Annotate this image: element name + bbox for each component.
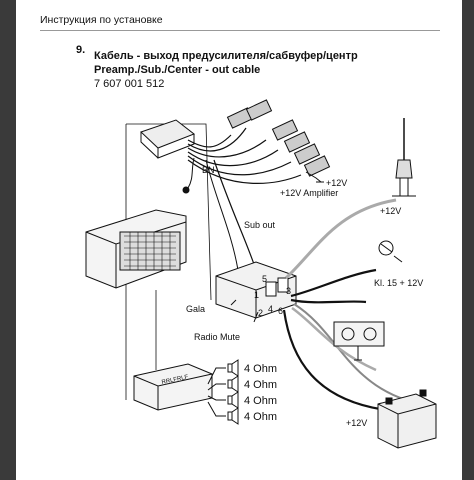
label-kl15: Kl. 15 + 12V — [374, 278, 423, 288]
label-gala: Gala — [186, 304, 205, 314]
speaker-impedance-3: 4 Ohm — [244, 395, 277, 407]
speaker-impedance-1: 4 Ohm — [244, 363, 277, 375]
step-number: 9. — [76, 44, 86, 56]
part-number: 7 607 001 512 — [94, 78, 165, 90]
label-pin-3: 3 — [286, 286, 291, 296]
mute-module-icon — [333, 321, 385, 361]
wiring-diagram: BN +12V +12V Amplifier +12V Sub out 5 1 … — [85, 99, 437, 449]
label-12v: +12V — [326, 178, 347, 188]
label-sub-out: Sub out — [244, 220, 276, 230]
title-russian: Кабель - выход предусилителя/сабвуфер/це… — [94, 50, 358, 62]
junction-box-icon — [215, 261, 297, 319]
header-rule — [40, 30, 440, 31]
ignition-switch-icon — [378, 240, 403, 263]
manual-page: Инструкция по установке 9. Кабель - выхо… — [16, 0, 462, 480]
label-12v-antenna: +12V — [380, 206, 401, 216]
speaker-icon — [227, 359, 239, 425]
connector-letters: RRLFRLF — [161, 374, 189, 386]
label-bn: BN — [202, 165, 215, 175]
label-pin-1: 1 — [254, 290, 259, 300]
label-12v-amplifier: +12V Amplifier — [280, 188, 338, 198]
speaker-impedance-4: 4 Ohm — [244, 411, 277, 423]
speaker-output-box-icon — [133, 363, 213, 411]
page-header: Инструкция по установке — [40, 14, 163, 26]
label-pin-6: 6 — [278, 306, 283, 316]
title-english: Preamp./Sub./Center - out cable — [94, 64, 261, 76]
label-pin-2: 2 — [258, 308, 263, 318]
antenna-icon — [392, 118, 416, 197]
radio-unit-icon — [85, 209, 187, 289]
label-radio-mute: Radio Mute — [194, 332, 240, 342]
preamp-connector-icon — [140, 119, 196, 159]
rca-plug-icon — [226, 99, 331, 177]
label-12v-battery: +12V — [346, 418, 367, 428]
label-pin-5: 5 — [262, 274, 267, 284]
label-pin-4: 4 — [268, 304, 273, 314]
speaker-impedance-2: 4 Ohm — [244, 379, 277, 391]
battery-icon — [377, 389, 437, 449]
